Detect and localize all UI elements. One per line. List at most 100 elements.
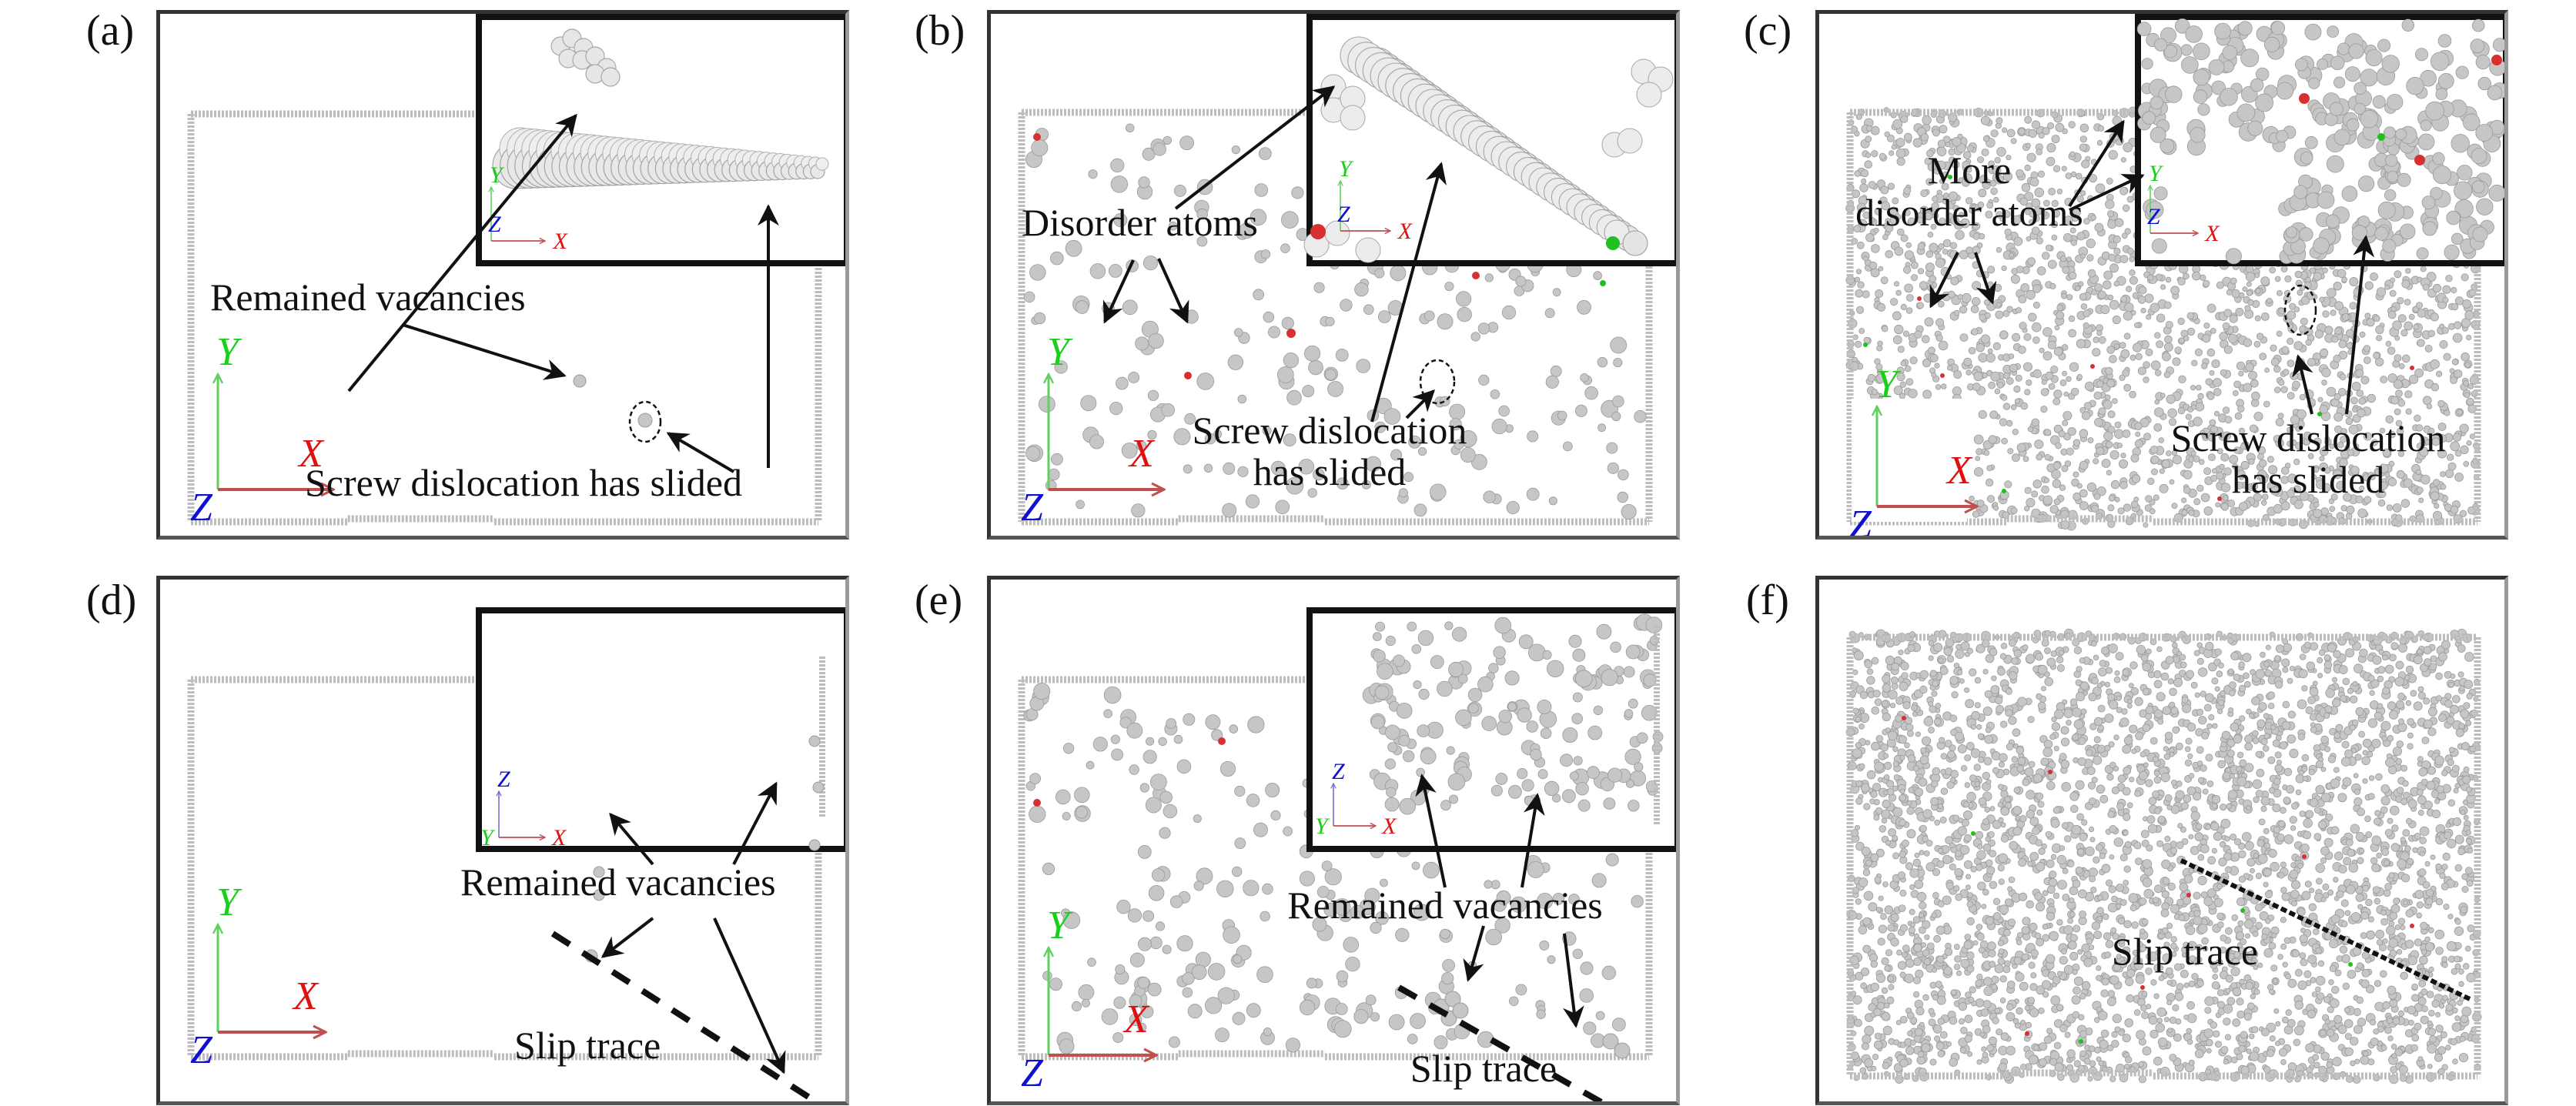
atom: [1906, 293, 1914, 302]
panel-label-f: (f): [1746, 576, 1789, 624]
axis-label-z: Z: [2147, 204, 2160, 229]
marker-red: [1310, 224, 1326, 239]
atom: [1897, 228, 1905, 236]
atom: [1283, 352, 1299, 369]
atom: [1270, 460, 1286, 476]
atom: [2055, 122, 2065, 132]
atom: [1263, 311, 1275, 323]
atom: [2270, 486, 2280, 496]
atom: [1636, 732, 1648, 744]
atom: [1922, 389, 1932, 399]
atom: [2076, 373, 2083, 380]
atom: [2026, 497, 2036, 508]
atom: [2396, 427, 2404, 436]
atom: [1859, 183, 1868, 192]
atom: [2413, 701, 2423, 711]
atom: [1029, 773, 1041, 785]
atom: [2114, 218, 2124, 228]
atom: [2073, 757, 2079, 764]
atom: [1610, 336, 1628, 354]
atom: [2276, 129, 2289, 143]
atom: [2326, 155, 2344, 173]
atom: [2056, 971, 2062, 977]
atom: [2217, 921, 2224, 928]
arrow-to-vacancy: [601, 917, 654, 958]
atom: [2220, 840, 2226, 848]
atom: [2011, 215, 2022, 225]
atom: [2223, 467, 2232, 476]
atom: [1205, 714, 1221, 730]
atom: [2240, 460, 2250, 470]
atom: [2430, 312, 2439, 322]
atom: [1343, 937, 1360, 953]
atom: [1540, 727, 1552, 740]
atom: [2417, 133, 2435, 151]
atom: [2016, 307, 2022, 314]
atom: [2260, 276, 2270, 286]
atom: [2202, 333, 2211, 343]
atom: [2394, 354, 2402, 363]
atom: [1878, 152, 1886, 160]
atom: [1550, 365, 1562, 377]
main-axis-triad: YXZ: [1021, 330, 1164, 530]
atom: [2363, 432, 2372, 441]
atom: [2079, 253, 2086, 259]
atom: [2051, 135, 2060, 144]
atom: [2079, 190, 2086, 196]
atom: [2295, 856, 2301, 862]
atom: [2250, 482, 2259, 490]
atom: [2269, 266, 2276, 274]
atom: [1254, 183, 1269, 197]
atom: [2354, 82, 2367, 95]
arrow-to-ring: [666, 432, 735, 473]
atom: [1596, 623, 1612, 640]
atom: [2163, 371, 2171, 379]
atom: [2379, 463, 2389, 473]
atom: [2037, 170, 2045, 178]
atom: [2397, 1010, 2404, 1017]
atom: [2459, 510, 2467, 518]
atom: [2059, 379, 2067, 386]
atom: [2281, 658, 2290, 667]
atom: [2343, 493, 2352, 502]
atom: [1877, 302, 1886, 312]
atom: [2349, 276, 2359, 286]
atom: [2108, 149, 2118, 160]
atom: [1902, 266, 1912, 274]
atom: [2026, 142, 2031, 149]
arrow-disorder-right: [1157, 258, 1189, 324]
atom: [2154, 332, 2161, 339]
atom: [2041, 210, 2048, 216]
atom: [1276, 366, 1294, 383]
atom: [1222, 503, 1237, 518]
atom: [1938, 300, 1945, 308]
atom: [1127, 908, 1142, 923]
atom: [2333, 393, 2341, 401]
atom: [2235, 307, 2244, 316]
marker-green: [1948, 175, 1952, 179]
atom: [1913, 991, 1920, 998]
atom: [2107, 504, 2115, 512]
atom: [2232, 463, 2239, 470]
atom: [1952, 205, 1960, 212]
atom: [2368, 775, 2375, 781]
atom: [2249, 424, 2258, 433]
slip-trace-line: [550, 931, 821, 1101]
atom: [1485, 928, 1502, 946]
atom: [2177, 406, 2186, 415]
atom: [2094, 283, 2103, 292]
atom: [2250, 78, 2264, 92]
atom: [2287, 359, 2295, 368]
atom: [1354, 282, 1369, 297]
atom: [1088, 169, 1098, 179]
atom: [1990, 187, 1998, 195]
atom: [2289, 748, 2299, 758]
atom: [1179, 135, 1195, 151]
atom: [2174, 18, 2190, 34]
atom: [2045, 371, 2054, 380]
atom: [1115, 964, 1126, 974]
atom: [2209, 369, 2215, 376]
atom: [2143, 433, 2152, 441]
atom: [1996, 117, 2003, 125]
atom: [1935, 258, 1945, 268]
